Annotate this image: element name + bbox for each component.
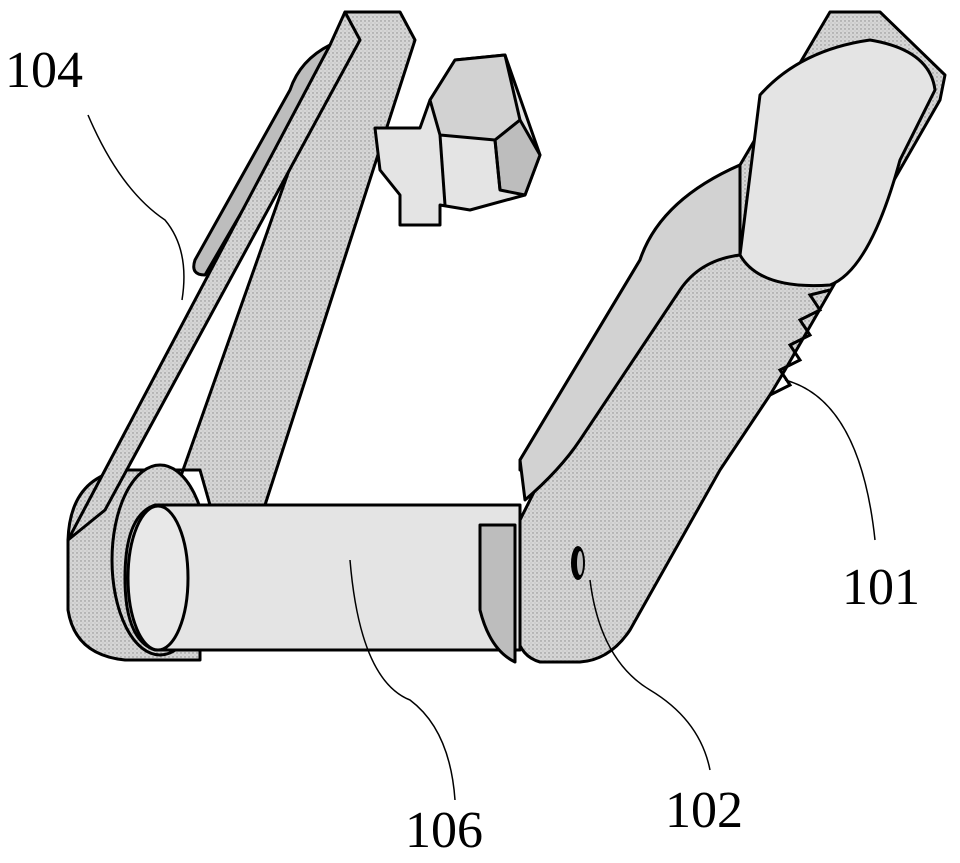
leader-104 bbox=[87, 114, 185, 301]
reference-label-102: 102 bbox=[665, 782, 743, 839]
pin-106 bbox=[123, 503, 522, 664]
reference-label-106: 106 bbox=[405, 802, 483, 859]
reference-label-101: 101 bbox=[842, 559, 920, 616]
leader-102 bbox=[589, 579, 711, 771]
leader-106 bbox=[349, 559, 456, 801]
reference-label-104: 104 bbox=[5, 42, 83, 99]
leader-101 bbox=[784, 379, 876, 541]
right-arm-101 bbox=[513, 10, 947, 664]
